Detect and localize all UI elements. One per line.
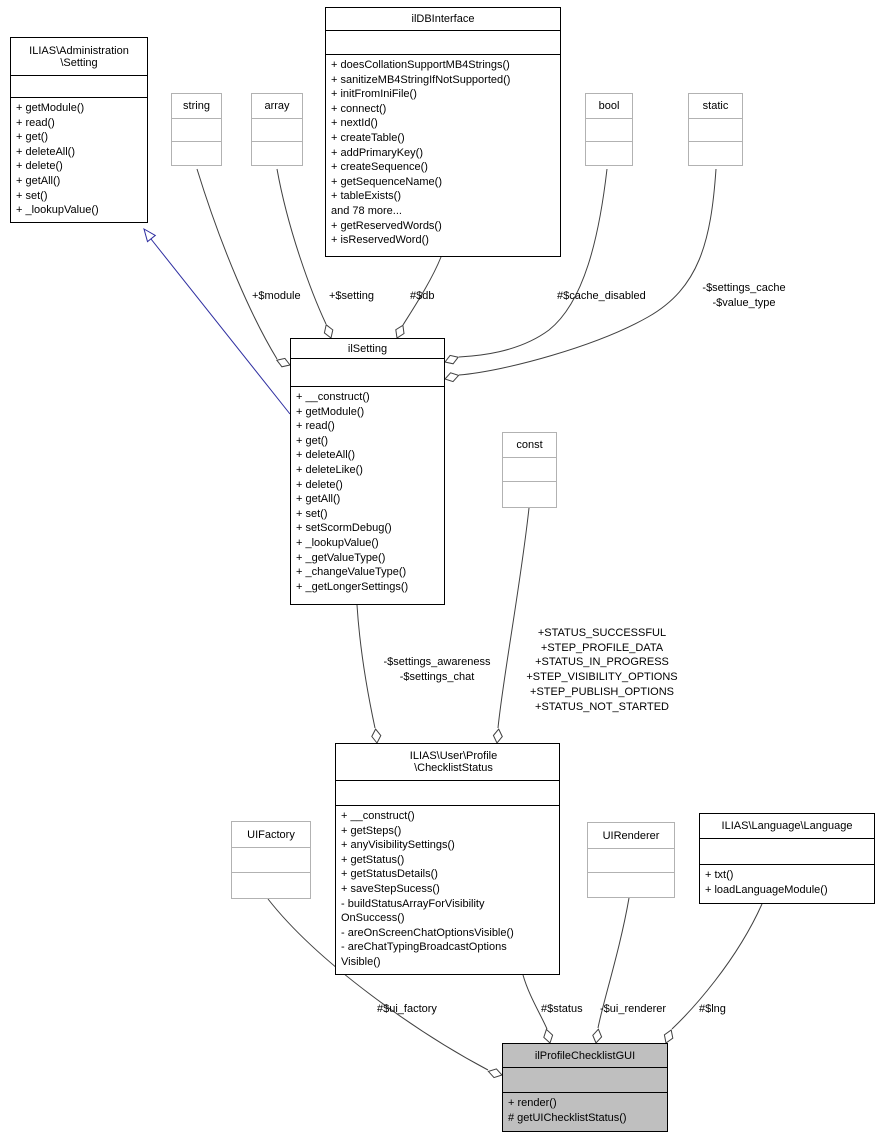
attributes-compartment: [11, 76, 147, 98]
methods-compartment: [689, 142, 742, 165]
edge-static-to-ilsetting: [458, 168, 717, 376]
class-ilias-administration-setting[interactable]: ILIAS\Administration \Setting + getModul…: [10, 37, 148, 223]
edge-uifactory-to-gui: [267, 898, 489, 1071]
attributes-compartment: [503, 458, 556, 482]
edge-string-to-ilsetting: [196, 168, 278, 360]
diamond-uifactory: [487, 1068, 503, 1079]
edge-label-static-members: -$settings_cache -$value_type: [702, 282, 786, 309]
methods-compartment: [172, 142, 221, 165]
methods-compartment: [252, 142, 302, 165]
edge-label-setting: +$setting: [329, 290, 374, 302]
methods-compartment: [588, 873, 674, 897]
attributes-compartment: [291, 359, 444, 387]
edge-array-to-ilsetting: [276, 168, 327, 325]
methods-compartment: + getModule() + read() + get() + deleteA…: [16, 102, 99, 217]
diamond-db: [395, 324, 405, 339]
class-bool[interactable]: bool: [585, 93, 633, 166]
class-const[interactable]: const: [502, 432, 557, 508]
class-title: UIRenderer: [588, 823, 674, 849]
attributes-compartment: [689, 119, 742, 142]
methods-compartment: [586, 142, 632, 165]
edge-const-to-checkliststatus: [497, 507, 530, 729]
diamond-static: [444, 372, 460, 383]
diamond-const: [492, 728, 503, 744]
class-title: const: [503, 433, 556, 458]
edge-ilsetting-to-checkliststatus: [356, 604, 376, 729]
edge-checkliststatus-to-gui: [522, 974, 548, 1030]
class-ilsetting[interactable]: ilSetting + __construct() + getModule() …: [290, 338, 445, 605]
class-static[interactable]: static: [688, 93, 743, 166]
class-array[interactable]: array: [251, 93, 303, 166]
edge-label-module: +$module: [252, 290, 301, 302]
class-ildbinterface[interactable]: ilDBInterface + doesCollationSupportMB4S…: [325, 7, 561, 257]
diamond-array: [323, 323, 334, 339]
edge-label-const-members: +STATUS_SUCCESSFUL +STEP_PROFILE_DATA +S…: [526, 627, 678, 713]
edge-label-ui-factory: #$ui_factory: [377, 1003, 437, 1015]
class-title: bool: [586, 94, 632, 119]
class-uifactory[interactable]: UIFactory: [231, 821, 311, 899]
edge-bool-to-ilsetting: [458, 168, 608, 358]
attributes-compartment: [326, 31, 560, 55]
edge-label-cache-disabled: #$cache_disabled: [557, 290, 646, 302]
diamond-uirenderer: [592, 1028, 603, 1044]
attributes-compartment: [172, 119, 221, 142]
diamond-lng: [663, 1029, 674, 1044]
methods-compartment: + render() # getUIChecklistStatus(): [508, 1097, 627, 1124]
attributes-compartment: [232, 848, 310, 873]
methods-compartment: + __construct() + getModule() + read() +…: [296, 391, 409, 593]
class-title: ilProfileChecklistGUI: [503, 1044, 667, 1068]
class-language[interactable]: ILIAS\Language\Language + txt() + loadLa…: [699, 813, 875, 904]
class-title: UIFactory: [232, 822, 310, 848]
edge-uirenderer-to-gui: [597, 897, 630, 1029]
edge-label-db: #$db: [410, 290, 435, 302]
methods-compartment: [503, 482, 556, 507]
edge-ilsetting-inherits-setting: [150, 238, 291, 415]
methods-compartment: + __construct() + getSteps() + anyVisibi…: [341, 810, 514, 968]
diamond-string: [275, 357, 291, 368]
attributes-compartment: [588, 849, 674, 873]
methods-compartment: [232, 873, 310, 898]
methods-compartment: + doesCollationSupportMB4Strings() + san…: [331, 59, 511, 247]
methods-compartment: + txt() + loadLanguageModule(): [705, 869, 828, 896]
inheritance-arrowhead: [143, 227, 157, 243]
class-title: ilDBInterface: [326, 8, 560, 31]
class-title: string: [172, 94, 221, 119]
edge-label-settings-members: -$settings_awareness -$settings_chat: [383, 656, 491, 683]
attributes-compartment: [586, 119, 632, 142]
diamond-bool: [444, 354, 460, 365]
class-string[interactable]: string: [171, 93, 222, 166]
attributes-compartment: [336, 781, 559, 806]
class-uirenderer[interactable]: UIRenderer: [587, 822, 675, 898]
diamond-status: [543, 1028, 554, 1044]
class-title: ILIAS\User\Profile \ChecklistStatus: [336, 744, 559, 781]
edge-dbinterface-to-ilsetting: [402, 256, 442, 326]
class-title: ilSetting: [291, 339, 444, 359]
class-ilprofilechecklistgui[interactable]: ilProfileChecklistGUI + render() # getUI…: [502, 1043, 668, 1132]
diamond-settings: [371, 728, 382, 744]
attributes-compartment: [252, 119, 302, 142]
class-title: ILIAS\Language\Language: [700, 814, 874, 839]
class-title: static: [689, 94, 742, 119]
edge-label-lng: #$lng: [699, 1003, 726, 1015]
class-title: ILIAS\Administration \Setting: [11, 38, 147, 76]
edge-label-status: #$status: [541, 1003, 583, 1015]
edge-label-ui-renderer: -$ui_renderer: [600, 1003, 667, 1015]
attributes-compartment: [700, 839, 874, 865]
edge-language-to-gui: [671, 903, 763, 1030]
class-checklist-status[interactable]: ILIAS\User\Profile \ChecklistStatus + __…: [335, 743, 560, 975]
class-title: array: [252, 94, 302, 119]
attributes-compartment: [503, 1068, 667, 1093]
